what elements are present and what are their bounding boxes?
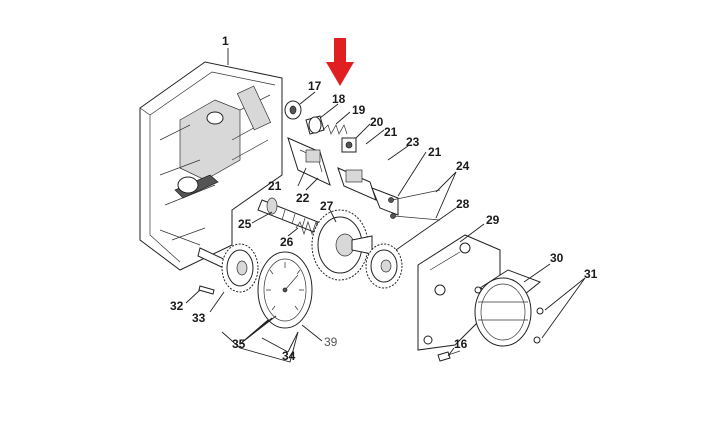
- callout-35: 35: [232, 337, 246, 351]
- callout-33: 33: [192, 311, 206, 325]
- callout-16: 16: [454, 337, 468, 351]
- callout-19: 19: [352, 103, 366, 117]
- leader-lines: [185, 48, 586, 363]
- bracket-part-23: [337, 167, 377, 201]
- plate-part-21: [371, 187, 399, 216]
- callout-21-right: 21: [428, 145, 442, 159]
- callout-1: 1: [222, 34, 229, 48]
- callout-29: 29: [486, 213, 500, 227]
- callout-21-top: 21: [384, 125, 398, 139]
- callout-32: 32: [170, 299, 184, 313]
- housing-part-1: [139, 61, 283, 271]
- callout-20: 20: [370, 115, 384, 129]
- callout-25: 25: [238, 217, 252, 231]
- gear-part-33: [197, 243, 259, 293]
- callout-28: 28: [456, 197, 470, 211]
- screws-part-24: [388, 189, 441, 221]
- callout-17: 17: [308, 79, 322, 93]
- washer-part-20: [341, 137, 357, 153]
- bolt-part-16: [437, 350, 461, 362]
- callout-18: 18: [332, 92, 346, 106]
- pin-part-32: [198, 285, 215, 295]
- spring-part-19: [322, 124, 348, 135]
- callout-22: 22: [296, 191, 310, 205]
- callout-30: 30: [550, 251, 564, 265]
- callout-39: 39: [324, 335, 338, 349]
- callout-27: 27: [320, 199, 334, 213]
- spring-part-26: [295, 220, 321, 236]
- highlight-arrow: [326, 38, 354, 86]
- collar-part-18: [305, 115, 325, 135]
- dial-part-39: [257, 251, 313, 329]
- bracket-part-22: [287, 137, 331, 186]
- callout-34: 34: [282, 349, 296, 363]
- bushing-part-17: [284, 100, 302, 120]
- callout-26: 26: [280, 235, 294, 249]
- callout-31: 31: [584, 267, 598, 281]
- callout-21-left: 21: [268, 179, 282, 193]
- screws-part-31: [533, 307, 544, 344]
- gear-part-27: [311, 209, 373, 281]
- callout-24: 24: [456, 159, 470, 173]
- callout-23: 23: [406, 135, 420, 149]
- callout-labels: 1 17 18 19 20 21 21 21 22 23 24 25 26 27…: [170, 34, 598, 363]
- gear-part-28: [365, 243, 403, 289]
- motor-part-30: [474, 269, 541, 347]
